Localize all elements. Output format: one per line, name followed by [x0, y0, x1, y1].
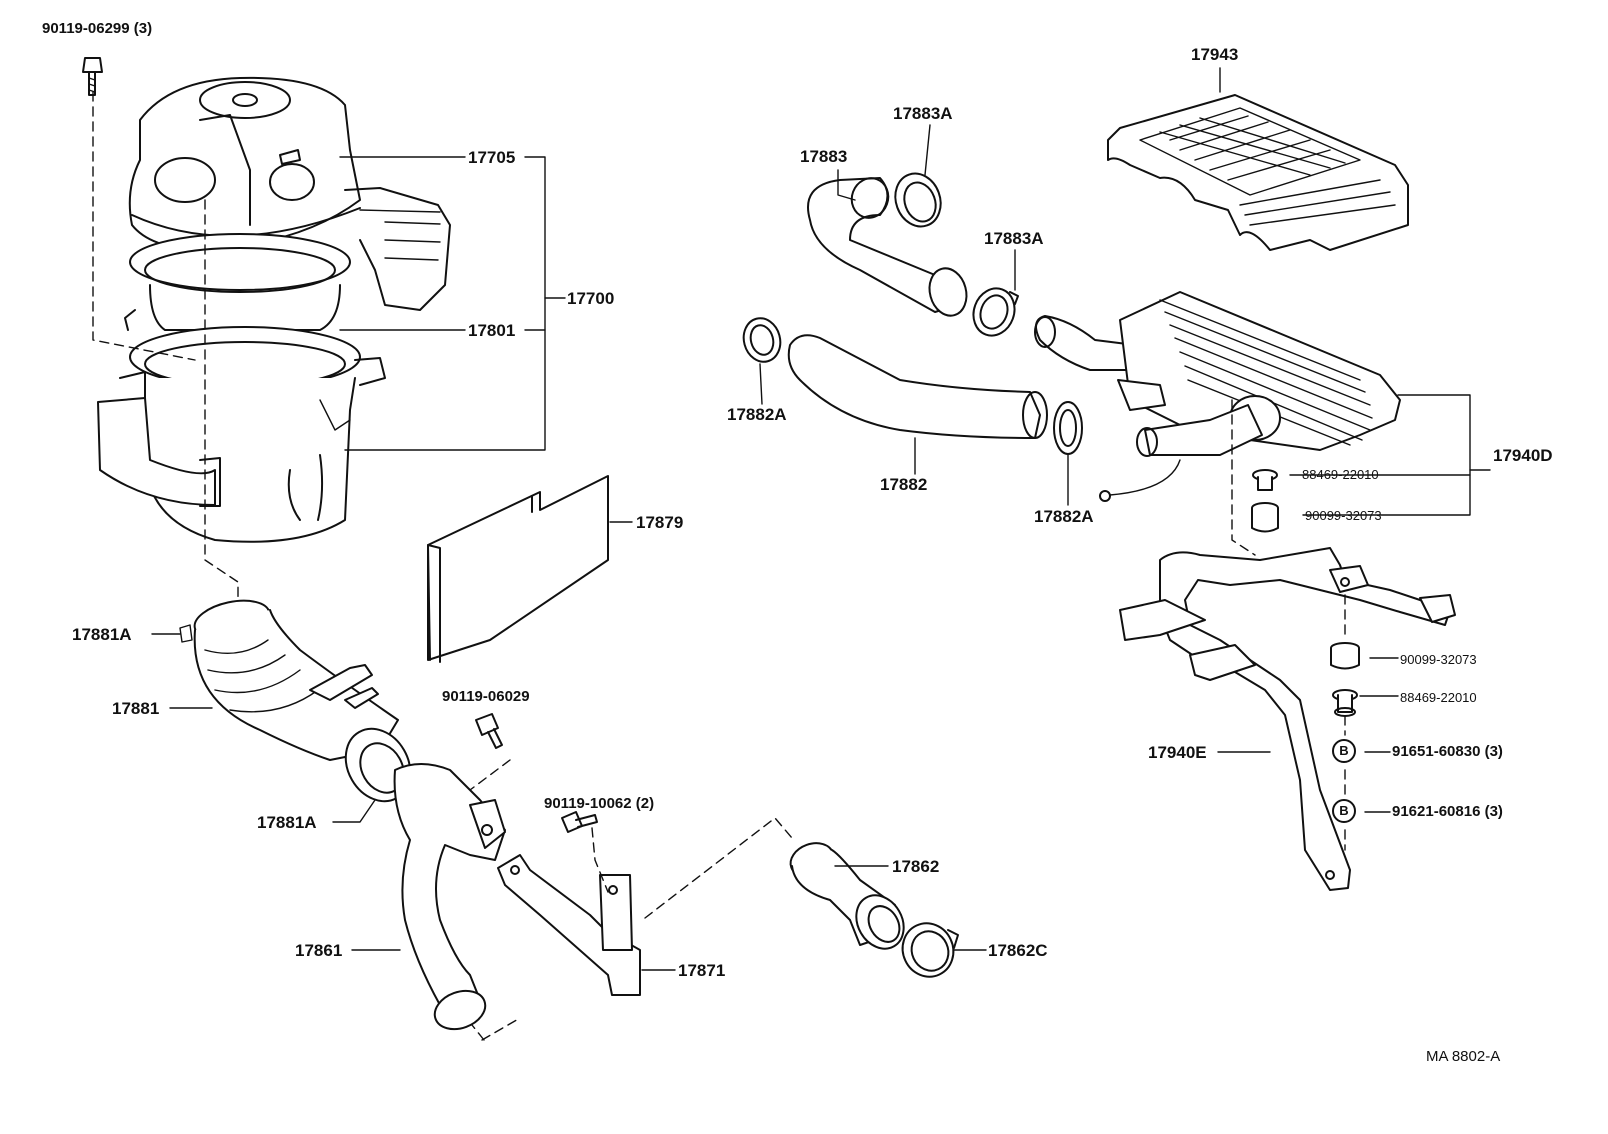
label-bolt-bracket: 90119-10062 (2) — [544, 795, 655, 812]
cushion-lower-drawing — [1330, 642, 1360, 670]
label-hose-17882: 17882 — [880, 475, 928, 494]
label-air-cleaner-cap: 17705 — [468, 148, 516, 167]
label-bracket: 17871 — [678, 961, 726, 980]
label-bolt-b1: 91651-60830 (3) — [1392, 743, 1503, 760]
label-intercooler-cover: 17943 — [1191, 45, 1239, 64]
label-clamp-lower-inlet: 17881A — [257, 813, 317, 832]
label-intake-pipe: 17861 — [295, 941, 343, 960]
badge-b-upper: B — [1332, 739, 1356, 763]
clamp-17883a-mid-drawing — [972, 287, 1019, 337]
screw-upper-drawing — [1252, 469, 1278, 491]
label-cushion-lower: 90099-32073 — [1400, 652, 1477, 667]
inlet-hose-17881-drawing — [179, 599, 412, 803]
label-bolt-mid: 90119-06029 — [442, 688, 530, 705]
hose-17882-drawing — [742, 317, 1048, 439]
label-hose-17862: 17862 — [892, 857, 940, 876]
label-intercooler-assy: 17940D — [1493, 446, 1553, 465]
bracket-17871-drawing — [497, 854, 641, 996]
label-inlet-hose: 17881 — [112, 699, 160, 718]
cushion-upper-drawing — [1251, 502, 1279, 533]
label-element: 17879 — [636, 513, 684, 532]
label-screw-lower: 88469-22010 — [1400, 690, 1477, 705]
label-bolt-top-left: 90119-06299 (3) — [42, 20, 153, 37]
label-clamp-17882a-left: 17882A — [727, 405, 787, 424]
bolt-90119-10062-drawing — [561, 811, 598, 833]
label-hose-17883: 17883 — [800, 147, 848, 166]
label-air-cleaner-case: 17801 — [468, 321, 516, 340]
clamp-17882a-right-drawing — [1053, 401, 1083, 455]
element-17879-drawing — [427, 475, 609, 663]
clamp-17883a-top-drawing — [894, 172, 942, 228]
intercooler-cover-17943-drawing — [1107, 94, 1409, 251]
label-clamp-upper-inlet: 17881A — [72, 625, 132, 644]
hose-17883-drawing — [807, 177, 968, 317]
label-bracket-stay: 17940E — [1148, 743, 1207, 762]
label-clamp-17883a-top: 17883A — [893, 104, 953, 123]
label-clamp-17883a-mid: 17883A — [984, 229, 1044, 248]
label-cushion-upper: 90099-32073 — [1305, 508, 1382, 523]
badge-b-lower: B — [1332, 799, 1356, 823]
label-bolt-b2: 91621-60816 (3) — [1392, 803, 1503, 820]
hose-17862-drawing — [789, 842, 905, 950]
bracket-stay-17940e-drawing — [1119, 547, 1456, 891]
label-screw-upper: 88469-22010 — [1302, 467, 1379, 482]
figure-code: MA 8802-A — [1426, 1048, 1501, 1065]
label-clamp-17862c: 17862C — [988, 941, 1048, 960]
bolt-90119-06299-drawing — [82, 57, 103, 96]
intake-pipe-17861-drawing — [393, 763, 506, 1031]
label-air-cleaner-assy: 17700 — [567, 289, 615, 308]
label-clamp-17882a-right: 17882A — [1034, 507, 1094, 526]
clamp-17862c-drawing — [901, 922, 959, 978]
bolt-90119-06029-drawing — [475, 713, 503, 749]
screw-lower-drawing — [1332, 689, 1358, 717]
air-cleaner-body-drawing — [97, 233, 386, 543]
intercooler-assy-17940d-drawing — [1099, 291, 1401, 502]
